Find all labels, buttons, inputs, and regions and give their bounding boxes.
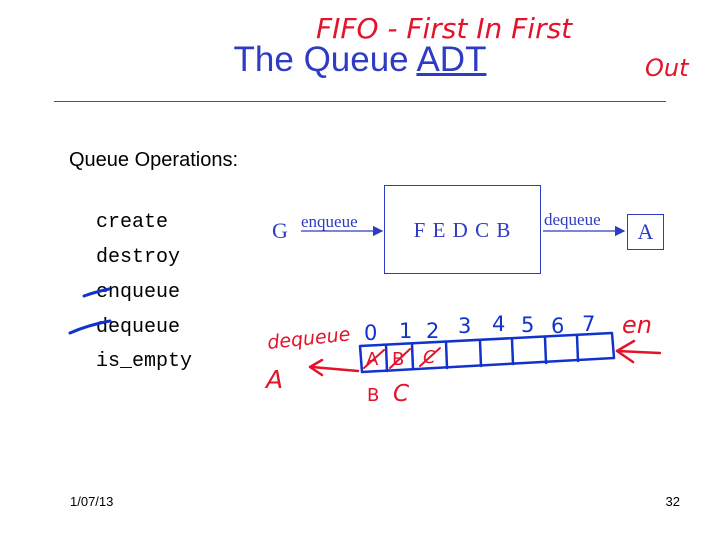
page-number: 32: [665, 494, 680, 509]
enqueue-ink-arrow-head: [615, 339, 636, 364]
below-letter: B: [367, 385, 379, 406]
operations-heading: Queue Operations:: [69, 149, 238, 171]
slide-title-text: The Queue: [233, 40, 417, 79]
queue-box: [384, 185, 541, 274]
operation-destroy: destroy: [96, 246, 181, 269]
array-index: 5: [521, 313, 534, 337]
adt-link[interactable]: ADT: [416, 40, 487, 79]
array-index: 2: [426, 319, 439, 343]
operation-dequeue: dequeue: [96, 316, 181, 339]
below-letter: C: [393, 381, 409, 407]
array-index: 7: [582, 312, 595, 336]
title-divider: [54, 101, 666, 102]
fifo-note-line1: FIFO - First In First: [316, 12, 573, 45]
removal-arrow: [310, 365, 360, 373]
check-mark-enqueue: [82, 287, 111, 298]
footer-date: 1/07/13: [70, 494, 114, 509]
dequeue-arrow-label: dequeue: [544, 210, 601, 229]
array-index: 0: [364, 321, 377, 345]
slide-title: The Queue ADT: [0, 40, 720, 80]
handwritten-en: en: [622, 311, 652, 339]
operation-create: create: [96, 211, 169, 234]
array-outline: [358, 331, 616, 374]
array-index: 3: [458, 314, 471, 338]
array-dividers: [384, 334, 580, 373]
enqueue-arrow-label: enqueue: [301, 212, 358, 231]
array-indices: 0 1 2 3 4 5 6 7: [364, 312, 595, 345]
output-item-label: A: [637, 219, 654, 244]
operation-is-empty: is_empty: [96, 350, 193, 373]
enqueue-ink-arrow: [615, 349, 662, 355]
handwritten-dequeue: dequeue: [266, 323, 351, 354]
removed-letter: A: [264, 365, 283, 394]
output-box: [627, 214, 664, 250]
cell-strikes: [363, 347, 441, 369]
queue-contents: F E D C B: [413, 218, 512, 242]
array-index: 6: [551, 314, 564, 338]
array-index: 1: [399, 319, 412, 343]
array-index: 4: [492, 312, 505, 336]
fifo-note-line2: Out: [645, 54, 690, 82]
input-item-label: G: [272, 218, 288, 243]
removal-arrow-head: [308, 358, 324, 377]
check-mark-dequeue: [68, 319, 112, 335]
operation-enqueue: enqueue: [96, 281, 181, 304]
